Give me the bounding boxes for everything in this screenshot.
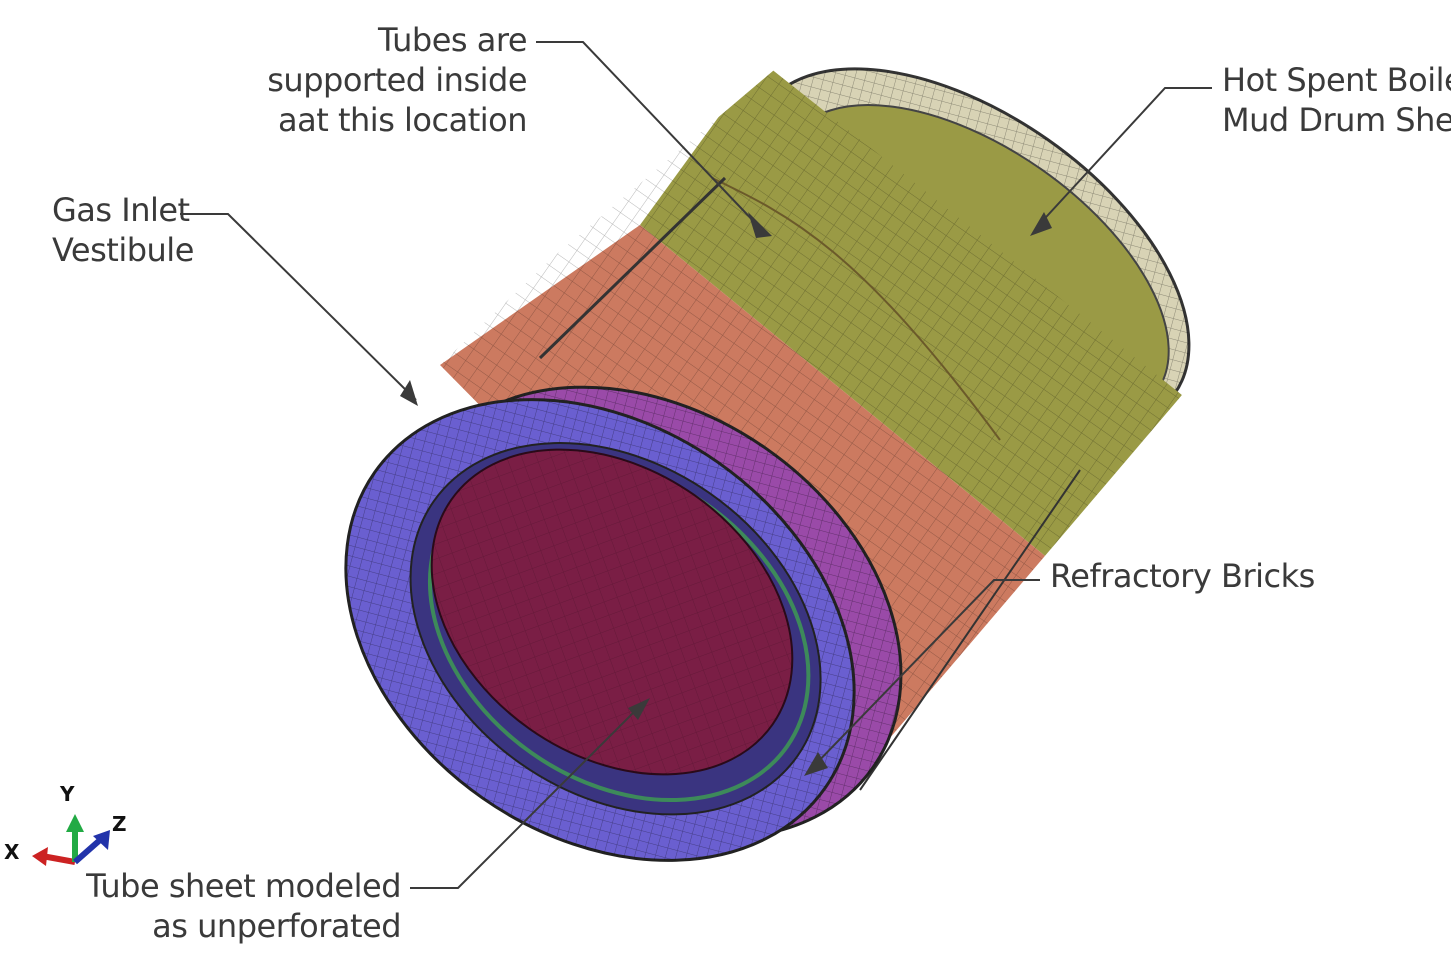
axis-label-x: X — [4, 840, 20, 864]
callout-tubes-supported-line-2: supported inside — [267, 61, 527, 99]
leader-refractory-bricks — [804, 579, 1040, 776]
callout-tube-sheet-line-2: as unperforated — [152, 907, 401, 945]
axis-label-y: Y — [60, 782, 75, 806]
callout-gas-inlet-line-1: Gas Inlet — [52, 191, 190, 229]
axis-label-z: Z — [112, 812, 127, 836]
callout-refractory-bricks-line-1: Refractory Bricks — [1050, 557, 1315, 595]
callout-tube-sheet-line-1: Tube sheet modeled — [86, 867, 401, 905]
callout-hot-spent-boiler: Hot Spent Boiler Mud Drum Shell — [1222, 60, 1451, 140]
callout-tubes-supported-line-1: Tubes are — [377, 21, 528, 59]
leader-tube-sheet — [410, 698, 650, 889]
callout-hot-spent-boiler-line-2: Mud Drum Shell — [1222, 101, 1451, 139]
leader-hot-spent-boiler — [1030, 87, 1212, 236]
leader-gas-inlet — [180, 213, 418, 406]
callout-tubes-supported: Tubes are supported inside aat this loca… — [267, 20, 527, 140]
callout-hot-spent-boiler-line-1: Hot Spent Boiler — [1222, 61, 1451, 99]
callout-gas-inlet: Gas Inlet Vestibule — [52, 190, 194, 270]
xyz-axis-triad-icon — [32, 814, 110, 866]
tube-sheet — [430, 448, 794, 776]
callout-tube-sheet: Tube sheet modeled as unperforated — [86, 866, 401, 946]
callout-gas-inlet-line-2: Vestibule — [52, 231, 194, 269]
callout-tubes-supported-line-3: aat this location — [278, 101, 527, 139]
leader-tubes-supported — [536, 41, 772, 238]
callout-refractory-bricks: Refractory Bricks — [1050, 556, 1315, 596]
